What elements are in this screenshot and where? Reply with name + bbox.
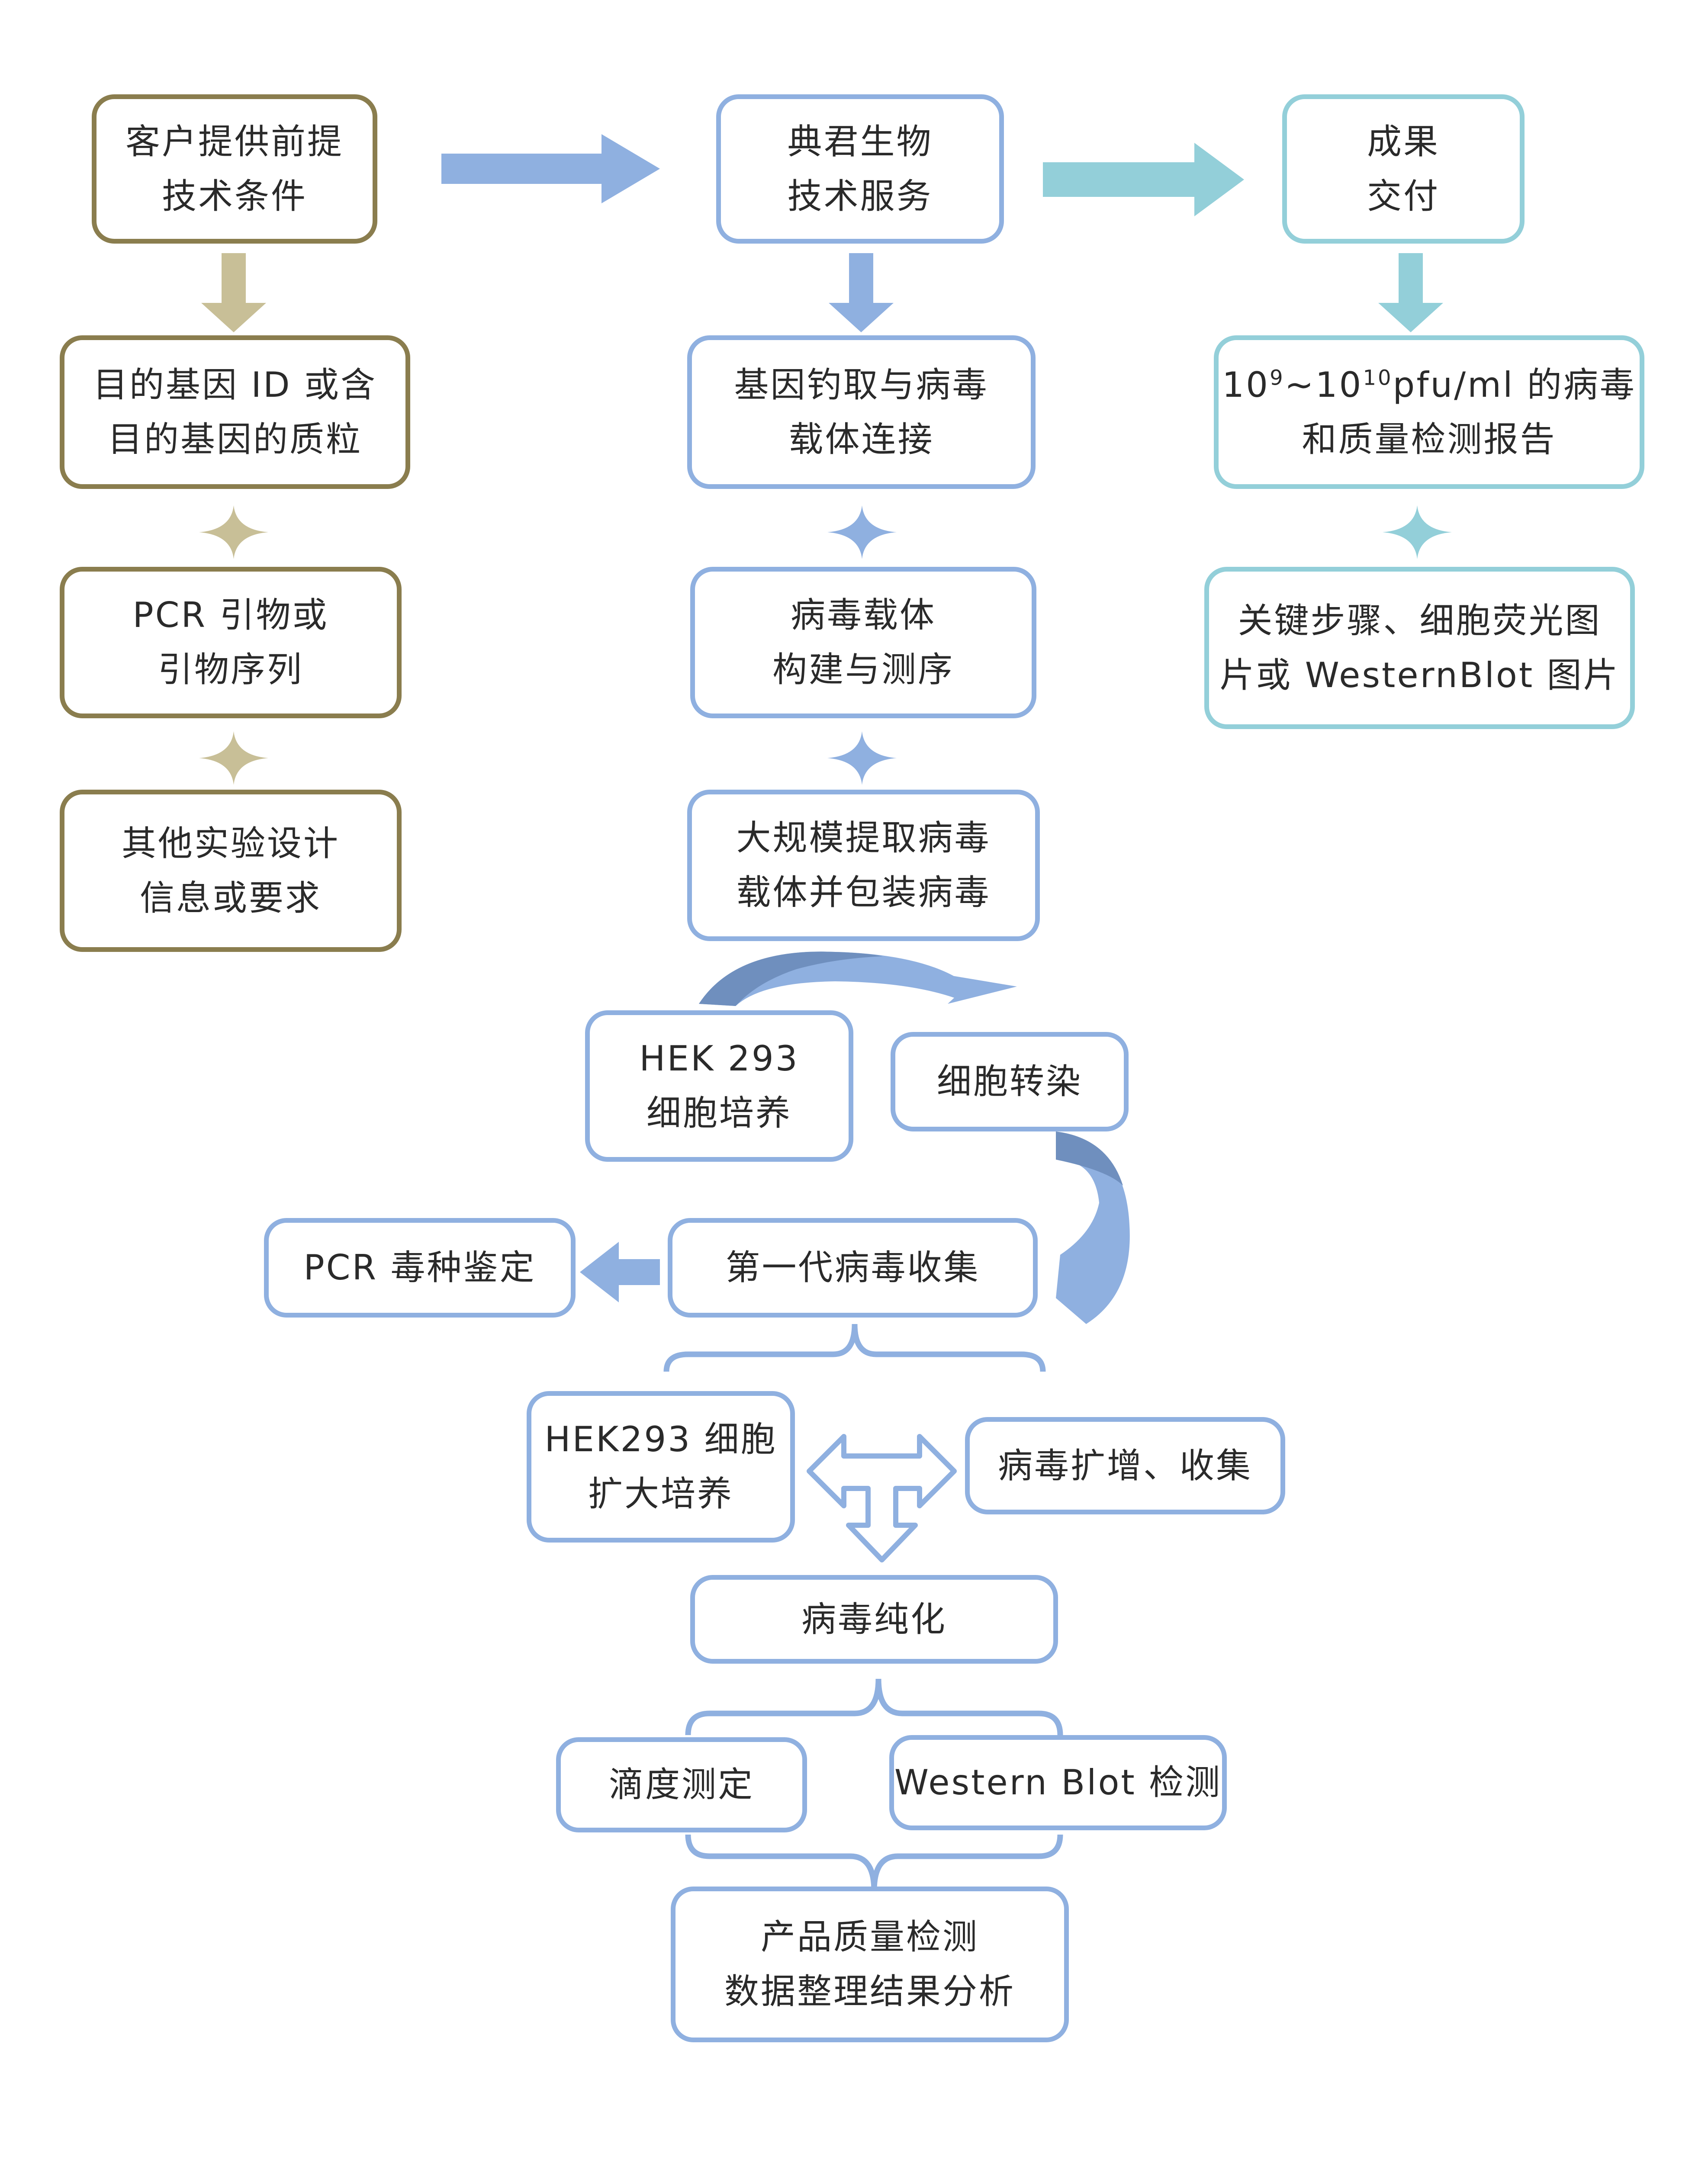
pcr-identification-box: PCR 毒种鉴定: [264, 1218, 576, 1318]
star-separator-left-1: [199, 505, 268, 559]
star-separator-right-1: [1383, 505, 1452, 559]
star-separator-middle-1: [827, 505, 897, 559]
purification-label: 病毒纯化: [801, 1599, 947, 1639]
right-item-key-steps: 关键步骤、细胞荧光图 片或 WesternBlot 图片: [1204, 567, 1635, 729]
left-item-gene-id-line-2: 目的基因的质粒: [108, 419, 362, 460]
left-header-box: 客户提供前提 技术条件: [92, 94, 377, 244]
middle-item-gene-cloning-line-1: 基因钓取与病毒: [734, 364, 989, 405]
middle-header-line-1: 典君生物: [787, 121, 933, 162]
left-item-pcr-primer-line-1: PCR 引物或: [132, 595, 329, 635]
amplify-label: 病毒扩增、收集: [998, 1445, 1252, 1486]
middle-item-vector-construct-line-2: 构建与测序: [772, 649, 954, 690]
arrow-middle-to-right: [1043, 143, 1244, 216]
curved-arrow-right-shade: [1056, 1131, 1123, 1186]
purification-box: 病毒纯化: [690, 1575, 1058, 1664]
middle-item-vector-construct-line-1: 病毒载体: [791, 595, 936, 635]
middle-item-packaging-line-1: 大规模提取病毒: [736, 818, 991, 858]
hek293-expand-line-2: 扩大培养: [588, 1474, 733, 1514]
amplify-box: 病毒扩增、收集: [965, 1417, 1285, 1514]
arrow-left-to-middle: [441, 134, 660, 203]
middle-item-gene-cloning-line-2: 载体连接: [788, 419, 934, 460]
right-item-titer-line-1: 109~1010pfu/ml 的病毒: [1222, 358, 1636, 412]
titer-tilde: ~: [1284, 364, 1316, 405]
titer-base-2: 10: [1315, 364, 1363, 405]
final-analysis-line-2: 数据整理结果分析: [724, 1971, 1015, 2012]
right-item-key-steps-line-2: 片或 WesternBlot 图片: [1219, 655, 1620, 695]
left-item-other-design-line-2: 信息或要求: [140, 877, 322, 918]
curved-arrow-right: [1056, 1131, 1130, 1324]
hek293-expand-box: HEK293 细胞 扩大培养: [527, 1391, 795, 1543]
right-header-box: 成果 交付: [1282, 94, 1525, 244]
left-item-gene-id: 目的基因 ID 或含 目的基因的质粒: [60, 335, 410, 489]
brace-above-final: [685, 1834, 1063, 1891]
middle-item-vector-construct: 病毒载体 构建与测序: [690, 567, 1036, 718]
titer-test-box: 滴度测定: [556, 1737, 807, 1832]
titer-suffix: pfu/ml 的病毒: [1393, 364, 1636, 405]
pcr-identification-label: PCR 毒种鉴定: [303, 1247, 536, 1288]
right-item-key-steps-line-1: 关键步骤、细胞荧光图: [1238, 600, 1602, 641]
star-separator-left-2: [199, 731, 268, 785]
right-header-line-1: 成果: [1367, 121, 1440, 162]
brace-under-purification: [685, 1678, 1063, 1736]
titer-exponent-2: 10: [1363, 365, 1393, 390]
western-blot-label: Western Blot 检测: [894, 1762, 1222, 1803]
titer-exponent-1: 9: [1270, 365, 1285, 390]
arrow-left-down: [201, 253, 266, 332]
hek293-expand-line-1: HEK293 细胞: [544, 1419, 777, 1459]
left-item-other-design: 其他实验设计 信息或要求: [60, 790, 402, 952]
transfection-box: 细胞转染: [891, 1032, 1129, 1131]
left-item-gene-id-line-1: 目的基因 ID 或含: [93, 364, 377, 405]
left-header-line-2: 技术条件: [162, 176, 307, 216]
left-header-line-1: 客户提供前提: [125, 121, 344, 162]
middle-item-gene-cloning: 基因钓取与病毒 载体连接: [687, 335, 1036, 489]
right-header-line-2: 交付: [1367, 176, 1440, 216]
curved-arrow-top-shade: [699, 951, 883, 1006]
middle-header-box: 典君生物 技术服务: [716, 94, 1004, 244]
left-item-pcr-primer: PCR 引物或 引物序列: [60, 567, 402, 718]
arrow-to-pcr-identification: [580, 1242, 660, 1302]
titer-test-label: 滴度测定: [609, 1764, 754, 1805]
first-harvest-box: 第一代病毒收集: [668, 1218, 1038, 1318]
left-item-pcr-primer-line-2: 引物序列: [158, 649, 303, 690]
arrow-middle-down: [829, 253, 894, 332]
hek293-culture-line-1: HEK 293: [639, 1038, 799, 1079]
hek293-culture-box: HEK 293 细胞培养: [585, 1010, 853, 1162]
right-item-titer-line-2: 和质量检测报告: [1302, 419, 1557, 460]
first-harvest-label: 第一代病毒收集: [725, 1247, 980, 1288]
final-analysis-box: 产品质量检测 数据整理结果分析: [671, 1887, 1069, 2042]
arrow-right-down: [1378, 253, 1443, 332]
final-analysis-line-1: 产品质量检测: [761, 1917, 979, 1957]
brace-under-first-harvest: [663, 1324, 1046, 1372]
titer-base-1: 10: [1222, 364, 1270, 405]
three-way-arrow: [807, 1434, 957, 1562]
western-blot-box: Western Blot 检测: [889, 1735, 1227, 1830]
transfection-label: 细胞转染: [937, 1061, 1082, 1102]
middle-item-packaging-line-2: 载体并包装病毒: [736, 872, 991, 913]
hek293-culture-line-2: 细胞培养: [647, 1093, 792, 1133]
star-separator-middle-2: [827, 731, 897, 785]
right-item-titer-report: 109~1010pfu/ml 的病毒 和质量检测报告: [1214, 335, 1644, 489]
middle-header-line-2: 技术服务: [787, 176, 933, 216]
middle-item-packaging: 大规模提取病毒 载体并包装病毒: [687, 790, 1040, 941]
left-item-other-design-line-1: 其他实验设计: [122, 823, 340, 864]
